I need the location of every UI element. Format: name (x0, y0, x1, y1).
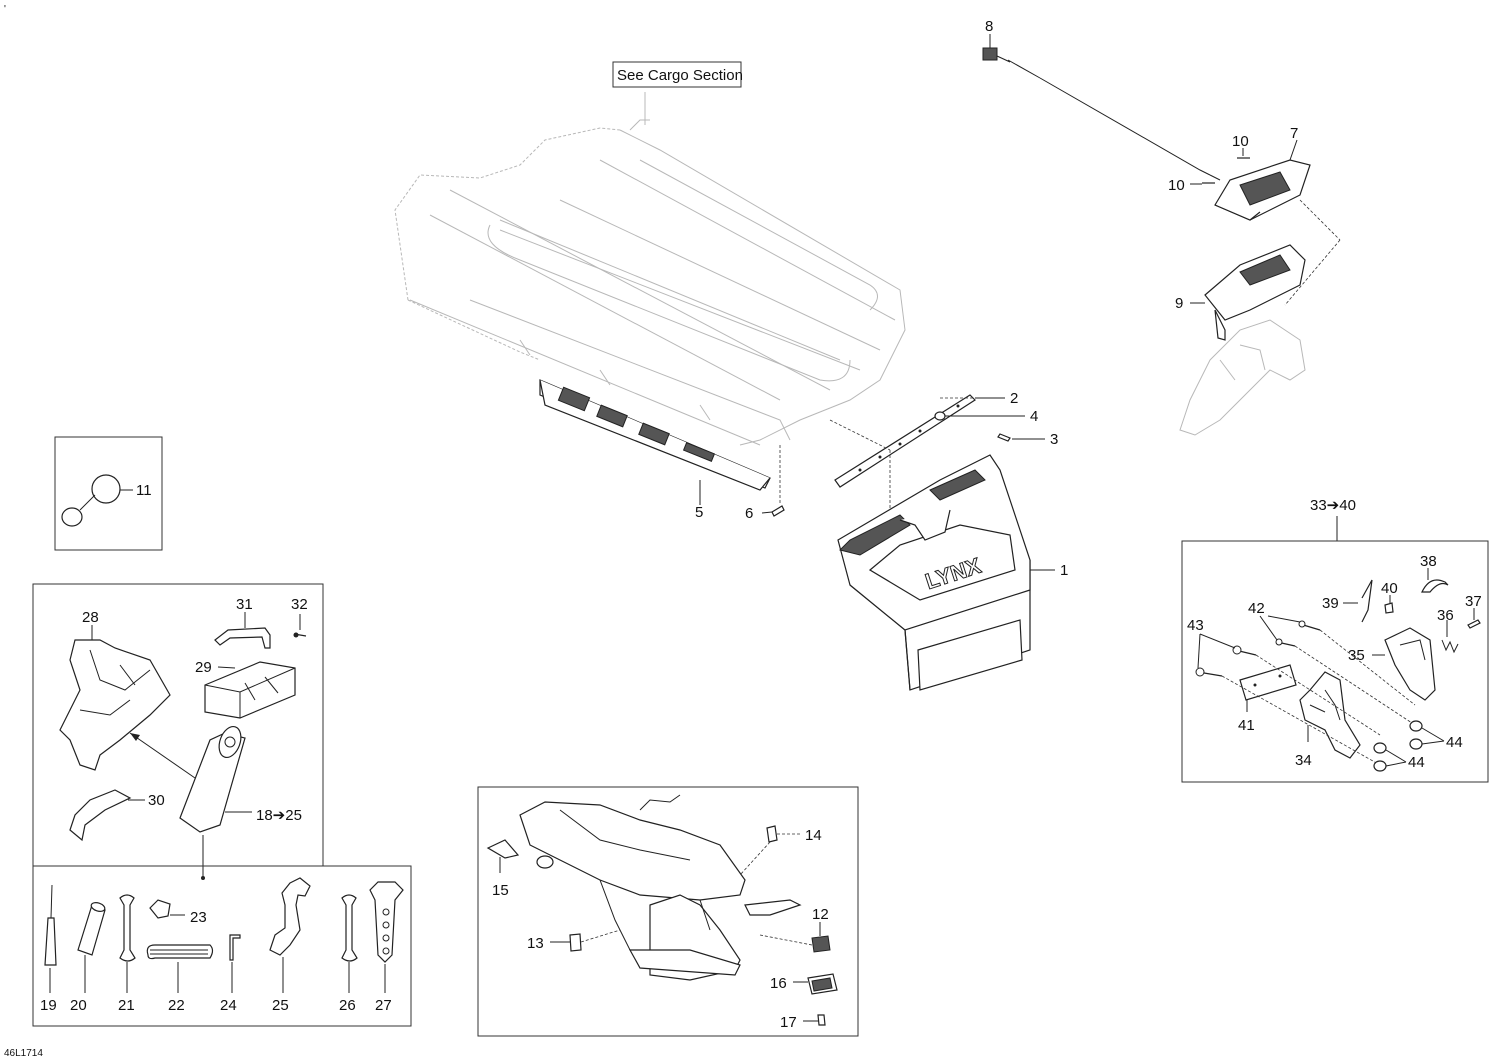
callout-28: 28 (82, 609, 99, 626)
see-cargo-label: See Cargo Section (617, 67, 743, 84)
side-panel-part-5 (539, 379, 771, 491)
drawing-code: 46L1714 (4, 1048, 43, 1059)
strap-part-22 (146, 944, 214, 960)
callout-10-top: 10 (1232, 133, 1249, 150)
callout-33-40: 33➔40 (1310, 497, 1356, 514)
callout-31: 31 (236, 596, 253, 613)
decal-part-13 (569, 933, 582, 952)
callout-9: 9 (1175, 295, 1183, 312)
callout-37: 37 (1465, 593, 1482, 610)
callout-18-25: 18➔25 (256, 807, 302, 824)
callout-21: 21 (118, 997, 135, 1014)
see-cargo-box (612, 61, 742, 88)
callout-13: 13 (527, 935, 544, 952)
tool-inset-box (32, 865, 412, 1027)
harness-part-8 (982, 47, 1221, 181)
callout-14: 14 (805, 827, 822, 844)
mirror-part-11 (61, 474, 121, 527)
callout-6: 6 (745, 505, 753, 522)
callout-39: 39 (1322, 595, 1339, 612)
hex-key-part-24 (229, 934, 241, 961)
pad-part-29 (204, 661, 296, 719)
callout-23: 23 (190, 909, 207, 926)
callout-36: 36 (1437, 607, 1454, 624)
callout-1: 1 (1060, 562, 1068, 579)
callout-29: 29 (195, 659, 212, 676)
spring-part-36 (1441, 639, 1459, 654)
callout-16: 16 (770, 975, 787, 992)
spanner-part-25 (269, 877, 311, 956)
callout-38: 38 (1420, 553, 1437, 570)
wrench-part-21 (119, 894, 136, 962)
corner-mark: ' (4, 4, 6, 15)
nut-part-40 (1384, 602, 1394, 614)
callout-42: 42 (1248, 600, 1265, 617)
light-bracket-ghost (1179, 319, 1306, 436)
callout-27: 27 (375, 997, 392, 1014)
callout-11: 11 (136, 482, 152, 499)
snow-flap-part-1: LYNX (837, 454, 1031, 691)
snowmobile-outline (519, 794, 802, 981)
decal-inset-box (477, 786, 859, 1037)
callout-19: 19 (40, 997, 57, 1014)
pin-part-3 (997, 433, 1011, 442)
hitch-bracket-part-34 (1299, 671, 1361, 759)
screw-part-6 (771, 505, 785, 517)
callout-22: 22 (168, 997, 185, 1014)
callout-20: 20 (70, 997, 87, 1014)
hitch-inset-box (1181, 540, 1489, 783)
bolt-part-42 (1275, 620, 1321, 647)
clip-part-38 (1421, 579, 1449, 593)
spring-pin-part-39 (1361, 579, 1373, 623)
bolt-part-43 (1195, 645, 1257, 677)
callout-43: 43 (1187, 617, 1204, 634)
multi-tool-part-27 (369, 881, 404, 963)
callout-25: 25 (272, 997, 289, 1014)
callout-44-top: 44 (1446, 734, 1463, 751)
socket-part-20 (77, 902, 106, 956)
decal-part-15 (486, 839, 520, 859)
callout-15: 15 (492, 882, 509, 899)
clip-part-17 (817, 1014, 826, 1026)
washer-part-4 (934, 411, 946, 421)
bracket-part-31 (214, 627, 271, 649)
callout-30: 30 (148, 792, 165, 809)
callout-7: 7 (1290, 125, 1298, 142)
clip-part-23 (149, 899, 171, 919)
callout-26: 26 (339, 997, 356, 1014)
callout-24: 24 (220, 997, 237, 1014)
decal-part-12 (811, 935, 831, 953)
callout-4: 4 (1030, 408, 1038, 425)
callout-2: 2 (1010, 390, 1018, 407)
light-housing-part-9 (1204, 244, 1306, 341)
wrench-part-26 (341, 894, 358, 962)
callout-41: 41 (1238, 717, 1255, 734)
callout-3: 3 (1050, 431, 1058, 448)
latch-part-35 (1384, 627, 1436, 701)
decal-part-14 (766, 825, 778, 843)
callout-35: 35 (1348, 647, 1365, 664)
inset-box-11 (54, 436, 163, 551)
callout-10-left: 10 (1168, 177, 1185, 194)
tool-kit-part-18-25 (179, 725, 246, 833)
callout-32: 32 (291, 596, 308, 613)
plate-part-41 (1239, 664, 1297, 701)
callout-5: 5 (695, 504, 703, 521)
screwdriver-part-19 (44, 884, 57, 966)
callout-34: 34 (1295, 752, 1312, 769)
callout-12: 12 (812, 906, 829, 923)
tail-light-part-7 (1214, 159, 1311, 221)
storage-bin-part-28 (59, 639, 171, 771)
callout-17: 17 (780, 1014, 797, 1031)
nuts-part-44 (1373, 720, 1423, 772)
strap-part-30 (69, 789, 132, 842)
cargo-rack-ghost (394, 92, 906, 446)
callout-44-bottom: 44 (1408, 754, 1425, 771)
callout-40: 40 (1381, 580, 1398, 597)
bag-part-16 (807, 973, 838, 995)
callout-8: 8 (985, 18, 993, 35)
pin-part-37 (1467, 619, 1481, 629)
